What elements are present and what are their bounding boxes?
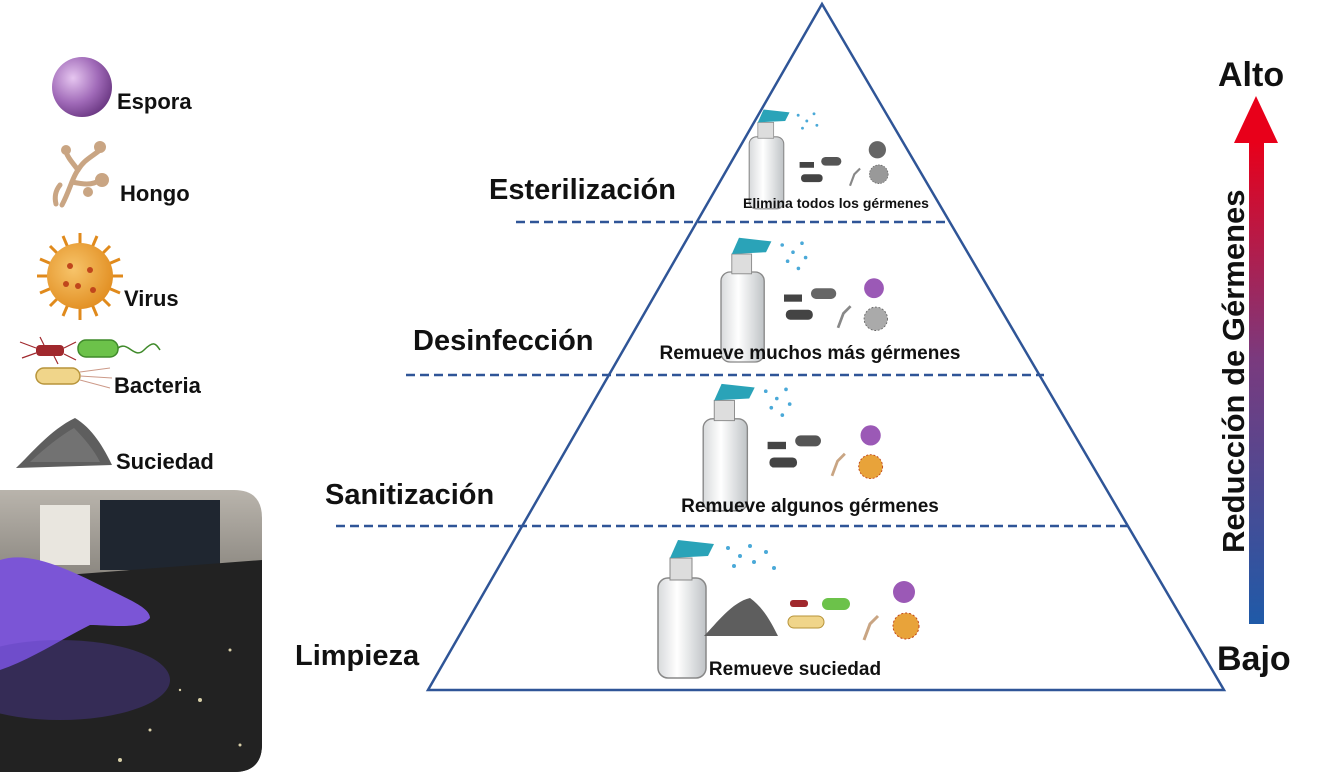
legend-label-fungus: Hongo <box>120 181 190 206</box>
sterilization-illustration <box>748 109 889 210</box>
pyramid-outline <box>425 1 1227 692</box>
legend-label-dirt: Suciedad <box>116 449 214 474</box>
pyramid <box>336 1 1227 692</box>
level-label-sterilization: Esterilización <box>489 174 676 206</box>
bacteria-icon <box>19 336 161 389</box>
axis-title: Reducción de Gérmenes <box>1216 189 1251 553</box>
axis-low-label: Bajo <box>1217 640 1291 678</box>
legend-label-spore: Espora <box>117 89 192 114</box>
virus-icon <box>37 233 123 320</box>
reduction-arrow <box>1234 96 1278 624</box>
legend-label-virus: Virus <box>124 286 179 311</box>
cleaning-photo <box>0 490 262 772</box>
sanitization-illustration <box>702 383 884 512</box>
dirt-icon <box>16 418 112 468</box>
caption-disinfection: Remueve muchos más gérmenes <box>659 343 961 364</box>
level-label-disinfection: Desinfección <box>413 325 594 357</box>
fungus-icon <box>52 141 109 208</box>
caption-cleaning: Remueve suciedad <box>708 659 882 680</box>
caption-sterilization: Elimina todos los gérmenes <box>743 195 929 211</box>
axis-high-label: Alto <box>1218 56 1285 94</box>
legend-label-bacteria: Bacteria <box>114 373 201 398</box>
disinfection-illustration <box>720 237 888 363</box>
cleaning-illustration <box>657 540 920 679</box>
spore-icon <box>52 57 112 117</box>
caption-sanitization: Remueve algunos gérmenes <box>681 496 939 517</box>
level-label-cleaning: Limpieza <box>295 640 420 672</box>
level-label-sanitization: Sanitización <box>325 479 495 511</box>
